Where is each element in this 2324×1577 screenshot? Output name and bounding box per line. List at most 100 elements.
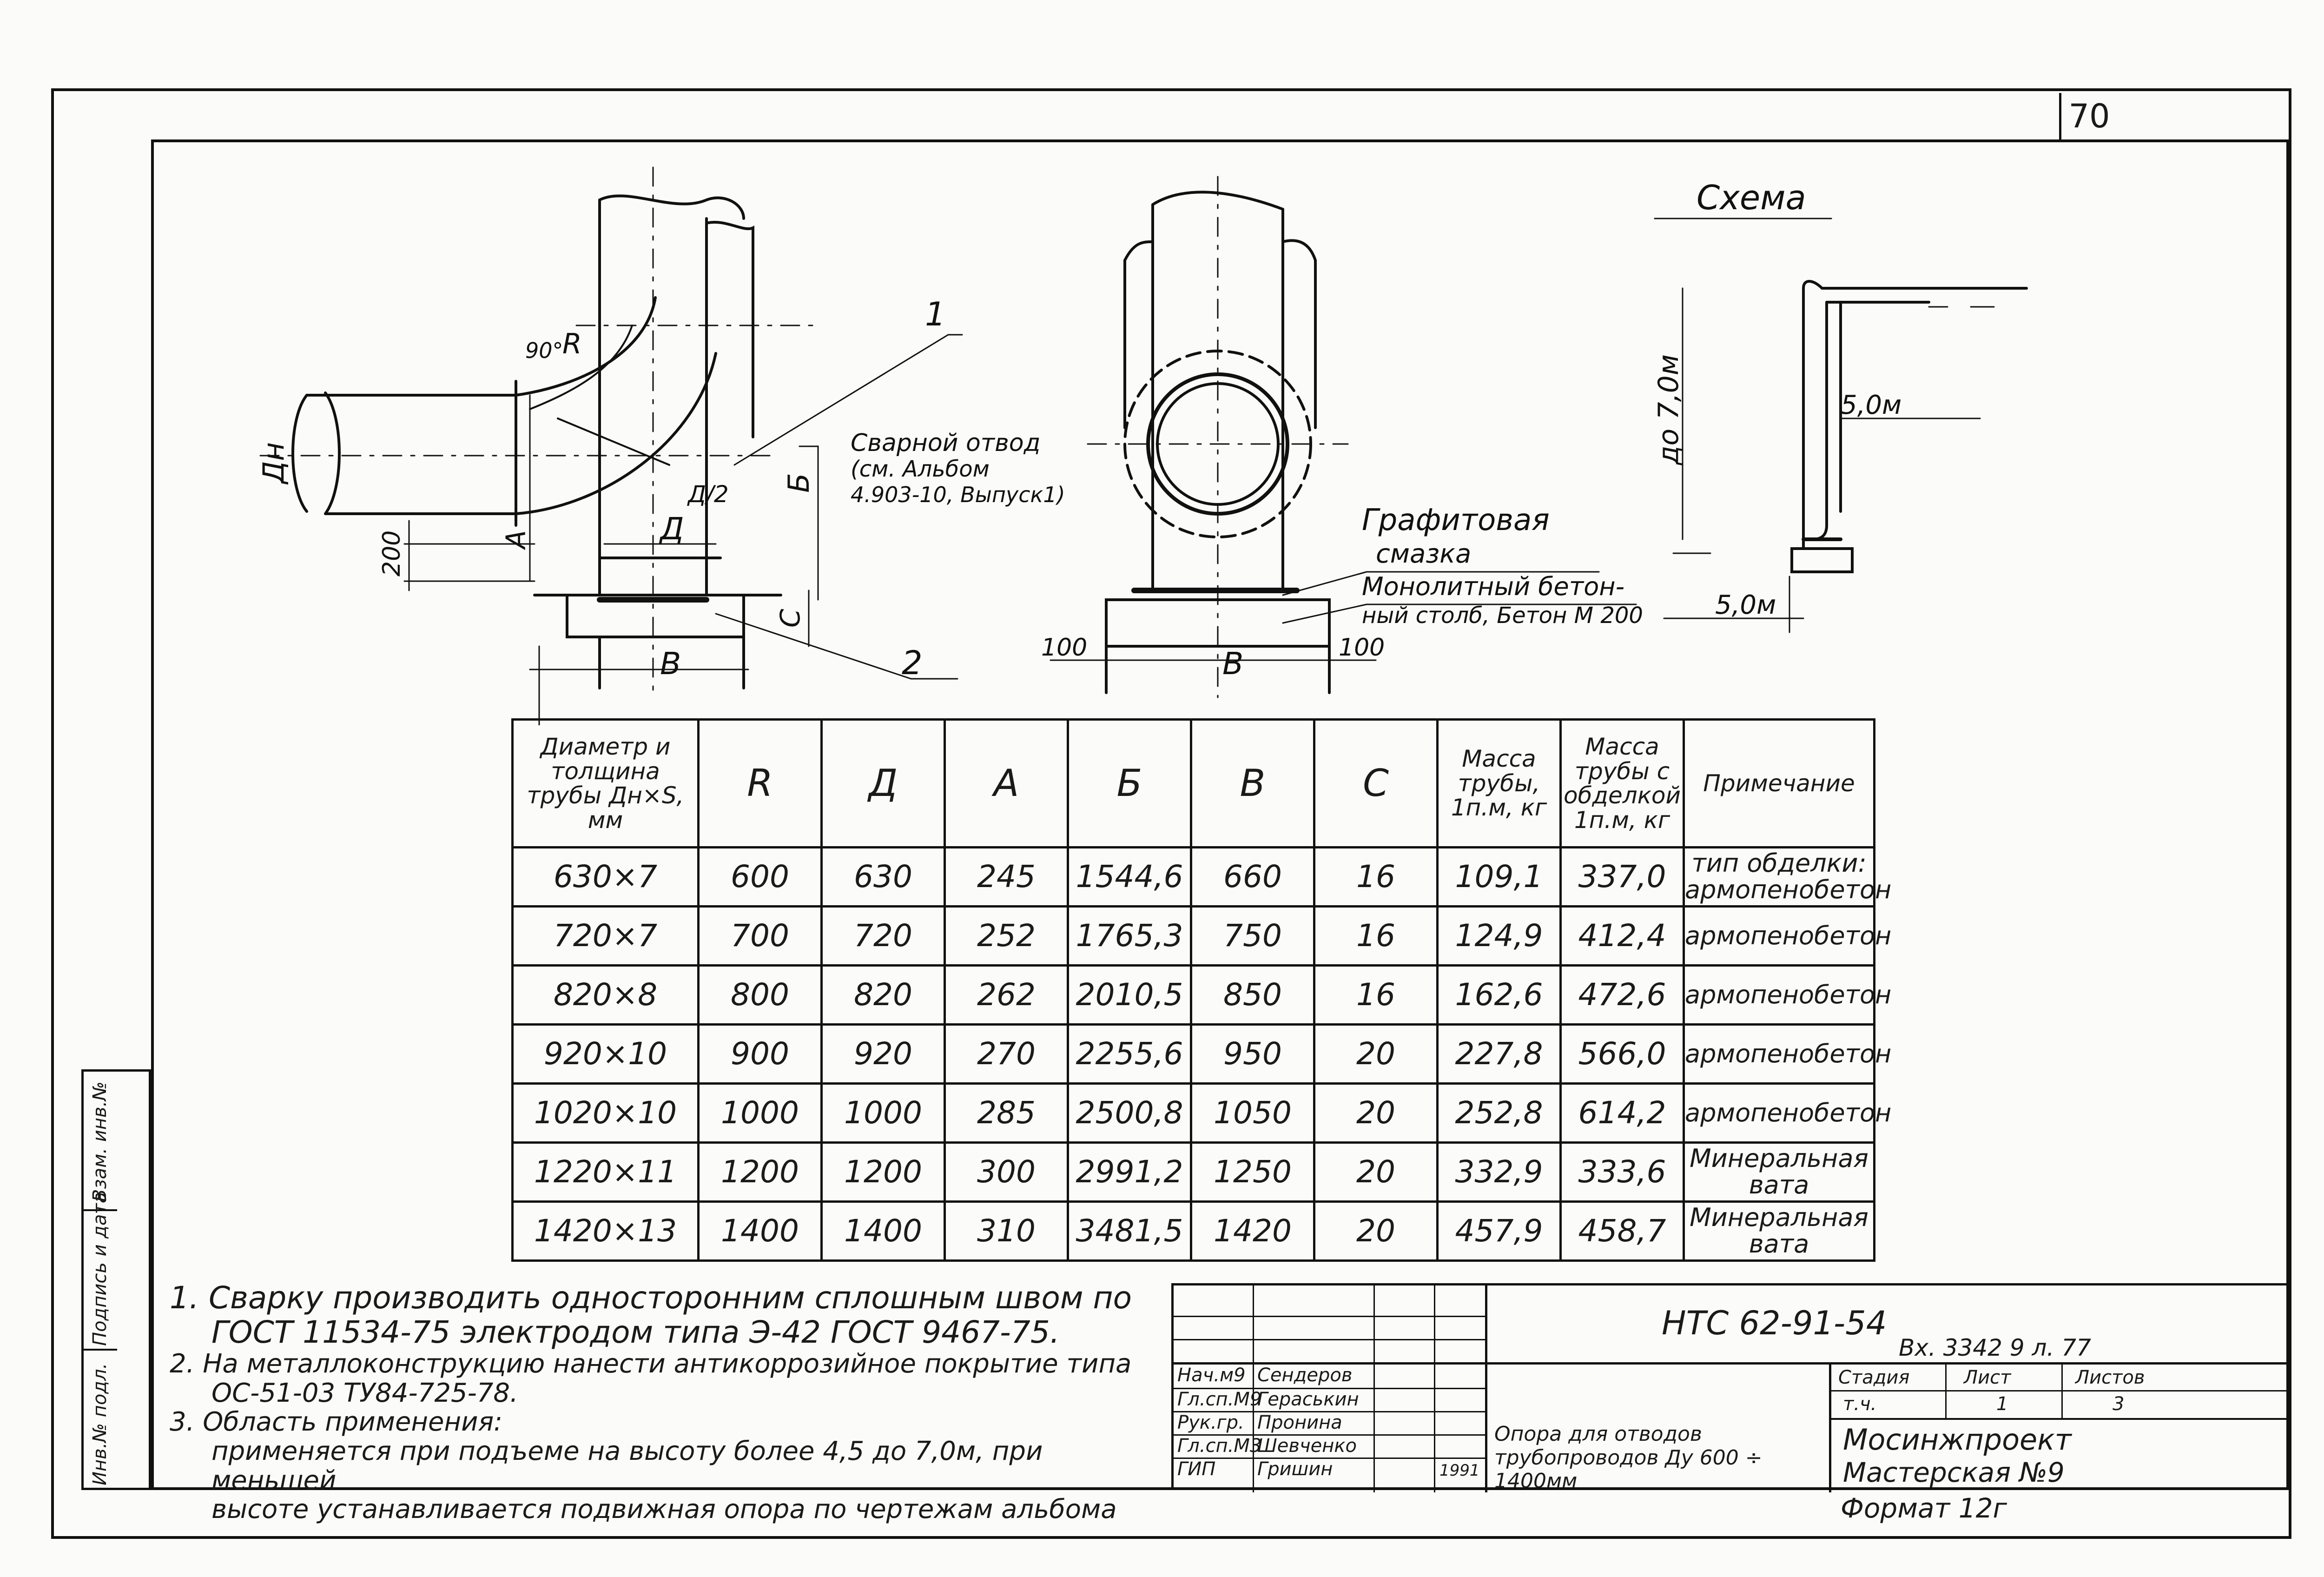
table-cell: 2991,2 <box>1067 1141 1192 1203</box>
col-header: Масса трубы, 1п.м, кг <box>1436 718 1562 848</box>
callout-1: 1 <box>925 295 946 333</box>
col-header: Д <box>820 718 946 848</box>
table-cell: 1250 <box>1190 1141 1315 1203</box>
name-1: Сендеров <box>1257 1365 1353 1386</box>
table-cell: 920 <box>820 1023 946 1085</box>
label-d-half: Д/2 <box>687 481 729 508</box>
sheets-value: 3 <box>2113 1393 2125 1415</box>
table-cell: 2255,6 <box>1067 1023 1192 1085</box>
label-v-side: В <box>1222 646 1243 682</box>
table-cell: 285 <box>944 1082 1069 1144</box>
table-cell: 245 <box>944 846 1069 908</box>
page-number: 70 <box>2059 93 2117 142</box>
table-cell: 820 <box>820 964 946 1026</box>
col-header: Примечание <box>1683 718 1875 848</box>
role-1: Нач.м9 <box>1177 1365 1246 1386</box>
col-header: Масса трубы с обделкой 1п.м, кг <box>1559 718 1685 848</box>
concrete-line-2: ный столб, Бетон М 200 <box>1362 603 1643 629</box>
table-cell: 850 <box>1190 964 1315 1026</box>
org-workshop: Мастерская №9 <box>1843 1457 2065 1488</box>
label-d: Д <box>659 511 684 547</box>
strip-label-signature: Подпись и дата <box>89 1192 111 1346</box>
table-cell: 16 <box>1313 905 1439 967</box>
label-dim-200: 200 <box>378 530 406 576</box>
table-cell: 1000 <box>697 1082 823 1144</box>
label-dim-100-left: 100 <box>1041 634 1087 662</box>
table-cell: 1400 <box>820 1200 946 1262</box>
table-cell: 920×10 <box>511 1023 700 1085</box>
col-header: Диаметр и толщина трубы Дн×S, мм <box>511 718 700 848</box>
table-cell: 660 <box>1190 846 1315 908</box>
label-v-front: В <box>660 646 681 682</box>
table-cell: 1420 <box>1190 1200 1315 1262</box>
table-cell: 20 <box>1313 1082 1439 1144</box>
table-cell: 820×8 <box>511 964 700 1026</box>
table-cell: 1420×13 <box>511 1200 700 1262</box>
scheme-height: до 7,0м <box>1652 354 1685 465</box>
table-cell: 630×7 <box>511 846 700 908</box>
table-cell: 1200 <box>820 1141 946 1203</box>
note-line: 3. Область применения: <box>170 1407 503 1438</box>
table-cell: 1220×11 <box>511 1141 700 1203</box>
table-cell: 800 <box>697 964 823 1026</box>
table-cell: 1050 <box>1190 1082 1315 1144</box>
left-stamp-strip: Взам. инв.№ Подпись и дата Инв.№ подл. <box>81 1069 151 1490</box>
format-label: Формат 12г <box>1841 1492 2007 1524</box>
table-cell: 1400 <box>697 1200 823 1262</box>
label-dim-100-right: 100 <box>1339 634 1385 662</box>
table-cell: 162,6 <box>1436 964 1562 1026</box>
table-cell: 566,0 <box>1559 1023 1685 1085</box>
table-cell: 109,1 <box>1436 846 1562 908</box>
table-cell: 262 <box>944 964 1069 1026</box>
table-cell: 630 <box>820 846 946 908</box>
table-cell: 458,7 <box>1559 1200 1685 1262</box>
name-2: Гераськин <box>1257 1389 1359 1410</box>
table-cell: 700 <box>697 905 823 967</box>
label-angle: 90° <box>525 338 563 363</box>
note-line: 1. Сварку производить односторонним спло… <box>170 1280 1132 1316</box>
org-name: Мосинжпроект <box>1843 1423 2072 1457</box>
scheme-span-top: 5,0м <box>1841 390 1901 420</box>
welded-elbow-line-1: Сварной отвод <box>851 429 1040 457</box>
table-cell: 2500,8 <box>1067 1082 1192 1144</box>
table-cell: 472,6 <box>1559 964 1685 1026</box>
col-header: А <box>944 718 1069 848</box>
table-cell: 1544,6 <box>1067 846 1192 908</box>
note-line: ОС-51-03 ТУ84-725-78. <box>211 1378 518 1408</box>
table-cell: 3481,5 <box>1067 1200 1192 1262</box>
label-dn: Дн <box>257 442 290 485</box>
graphite-line-1: Графитовая <box>1362 503 1550 537</box>
concrete-line-1: Монолитный бетон- <box>1362 572 1624 601</box>
table-cell: Минеральная вата <box>1683 1141 1875 1203</box>
table-cell: тип обделки: армопенобетон <box>1683 846 1891 908</box>
table-cell: армопенобетон <box>1683 964 1891 1026</box>
table-cell: 270 <box>944 1023 1069 1085</box>
note-line: 2. На металлоконструкцию нанести антикор… <box>170 1348 1132 1379</box>
name-3: Пронина <box>1257 1412 1342 1433</box>
label-r: R <box>562 328 582 360</box>
support-drawing: Дн 90° R Д Д/2 А Б С В В 200 100 100 1 2… <box>257 166 2028 725</box>
note-line: высоте устанавливается подвижная опора п… <box>211 1494 1117 1525</box>
note-line: ГОСТ 11534-75 электродом типа Э-42 ГОСТ … <box>211 1314 1060 1350</box>
year: 1991 <box>1439 1461 1480 1480</box>
table-cell: армопенобетон <box>1683 1082 1891 1144</box>
col-header: R <box>697 718 823 848</box>
role-5: ГИП <box>1177 1458 1216 1480</box>
stage-label: Стадия <box>1838 1367 1910 1388</box>
table-cell: 750 <box>1190 905 1315 967</box>
table-cell: армопенобетон <box>1683 1023 1891 1085</box>
table-cell: 300 <box>944 1141 1069 1203</box>
strip-label-replacement: Взам. инв.№ <box>89 1081 111 1202</box>
table-cell: 1765,3 <box>1067 905 1192 967</box>
table-cell: 310 <box>944 1200 1069 1262</box>
strip-label-inventory: Инв.№ подл. <box>89 1363 111 1485</box>
table-cell: 600 <box>697 846 823 908</box>
table-cell: 1000 <box>820 1082 946 1144</box>
table-cell: 950 <box>1190 1023 1315 1085</box>
